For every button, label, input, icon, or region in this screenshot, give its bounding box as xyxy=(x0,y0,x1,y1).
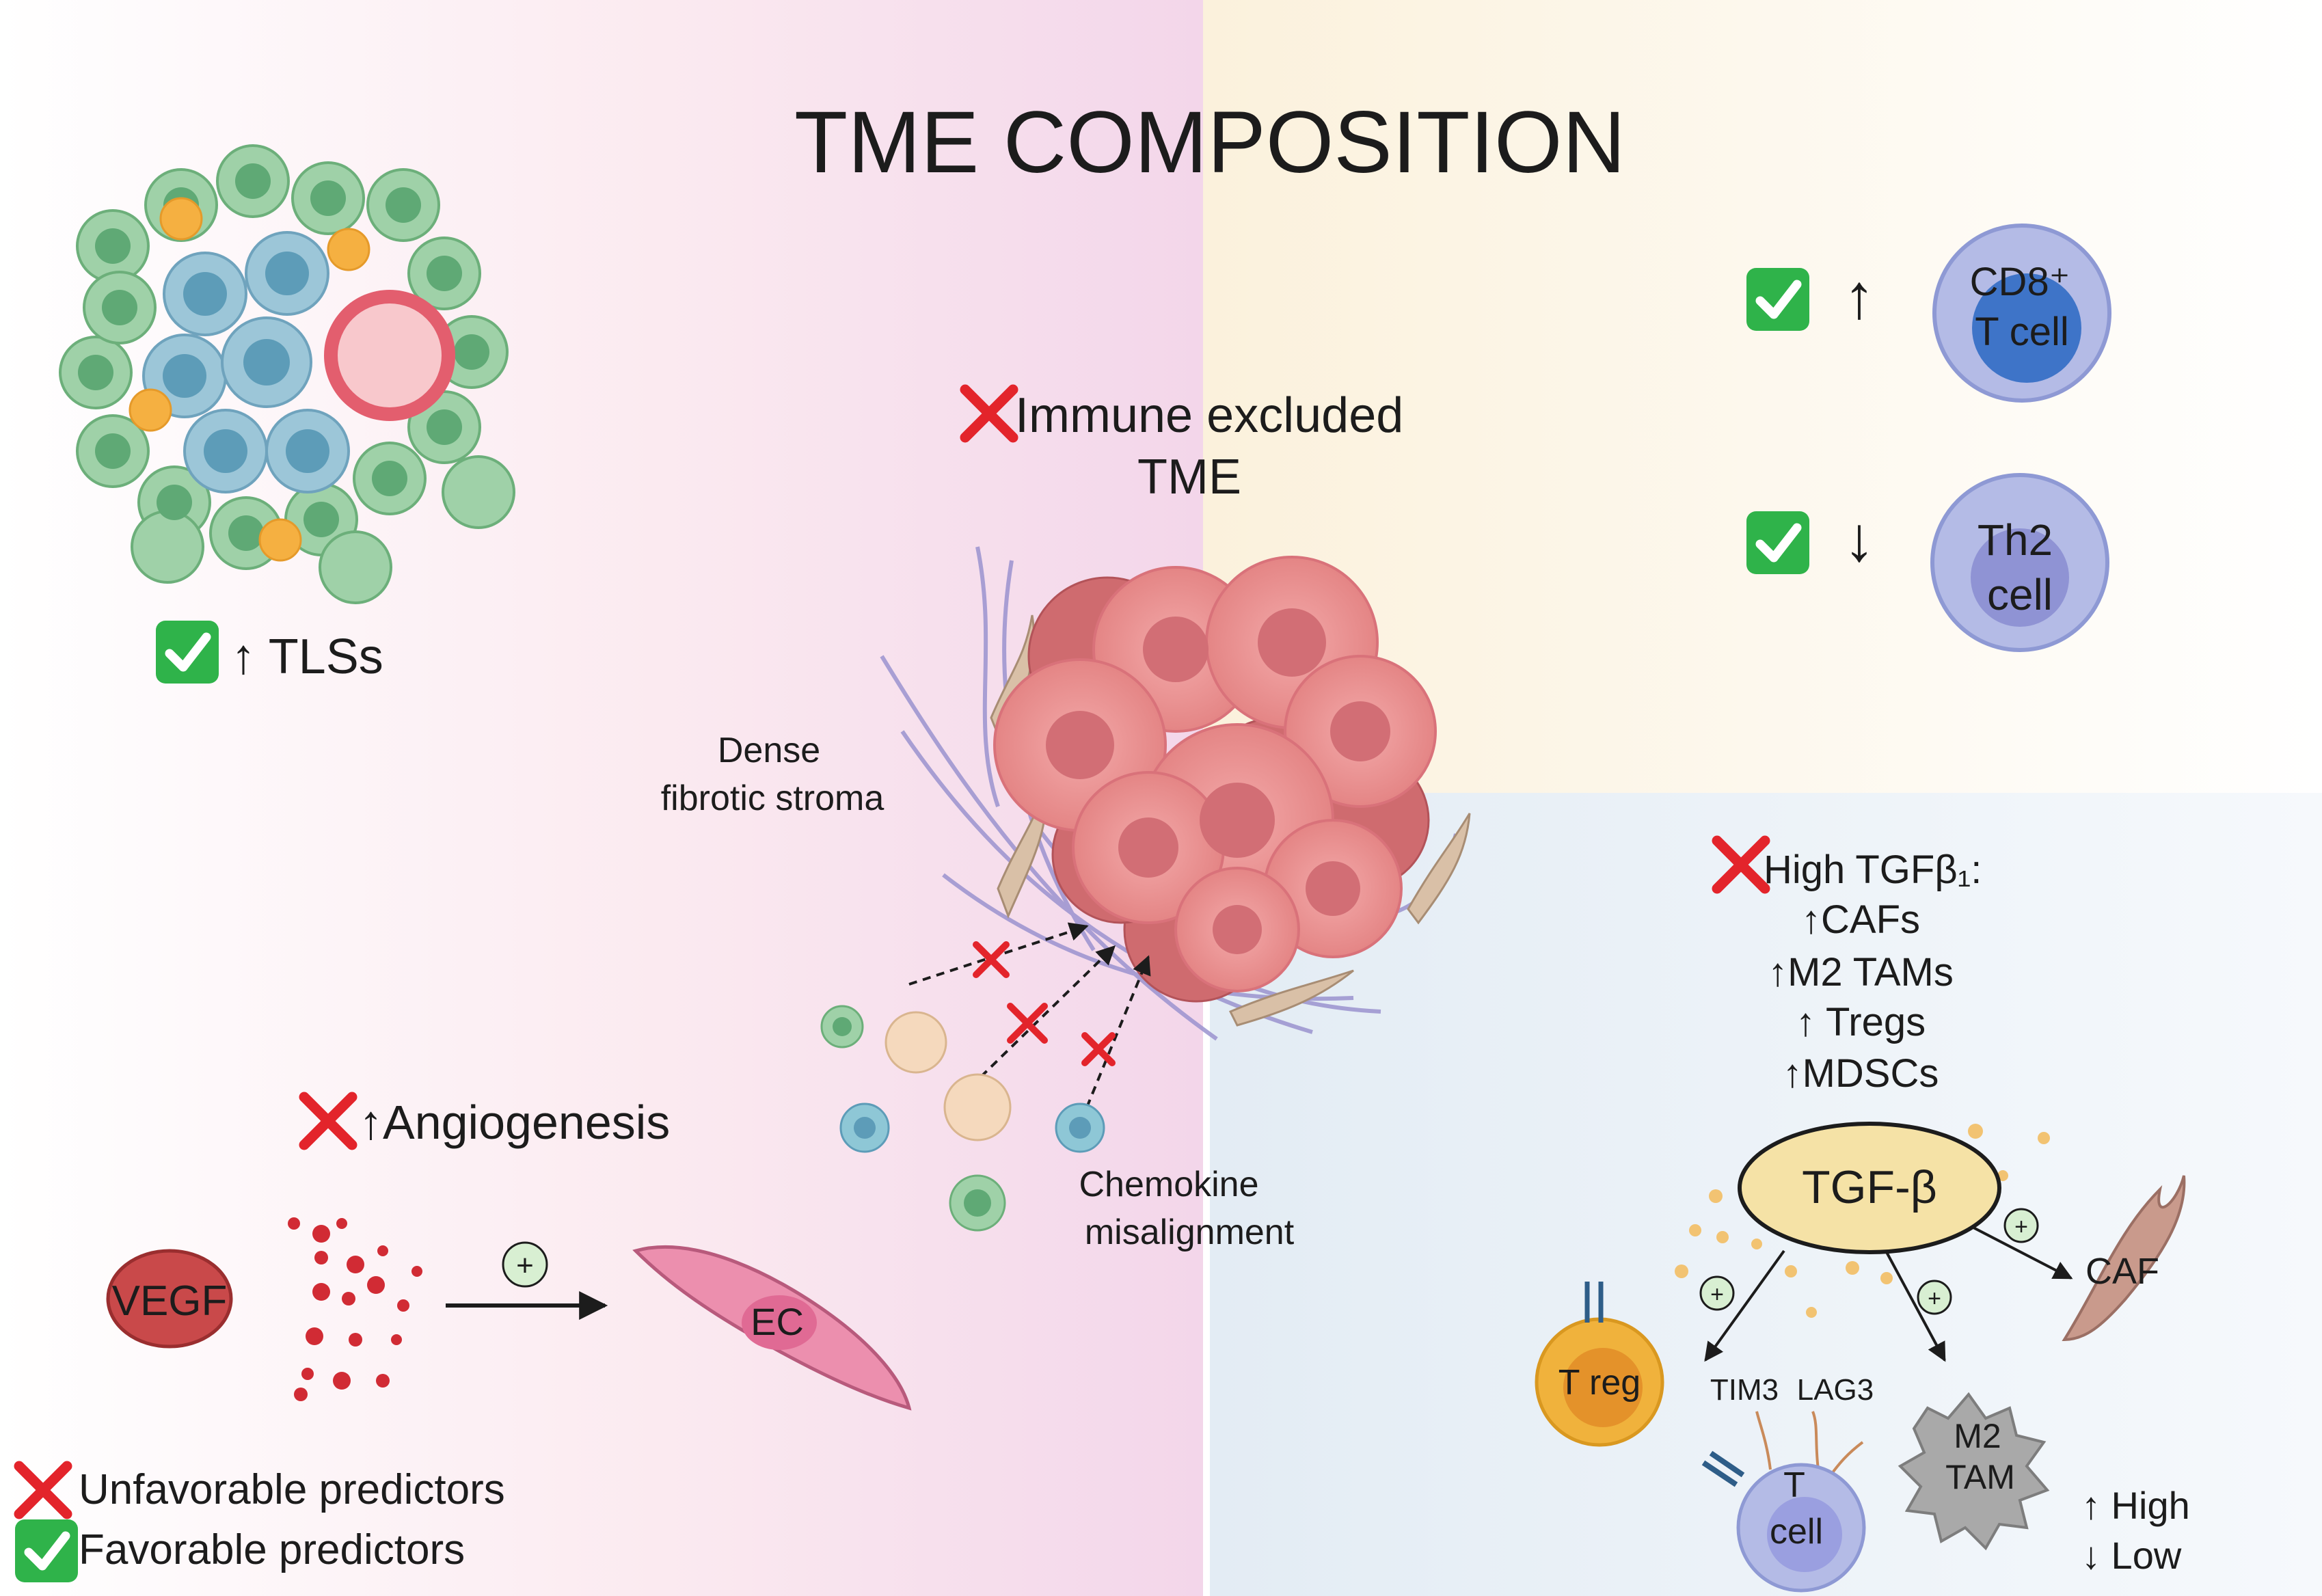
caf-label: CAF xyxy=(2085,1251,2159,1292)
tcell-receptor xyxy=(1701,1450,1745,1487)
ec-label: EC xyxy=(751,1300,804,1343)
tcell-label: T xyxy=(1783,1465,1805,1505)
tgf-plus-caf: + xyxy=(2014,1214,2028,1240)
vegf-plus-sign: + xyxy=(516,1249,534,1282)
tgf-header: High TGFβ₁: xyxy=(1764,848,1982,892)
tgf-plus-tam: + xyxy=(1928,1286,1941,1312)
check-icon xyxy=(156,621,219,684)
plus-icon xyxy=(1917,1280,1952,1315)
check-icon xyxy=(15,1519,78,1582)
immune-excluded-heading-line2: TME xyxy=(1137,450,1241,504)
stroma-label-line2: fibrotic stroma xyxy=(661,779,885,818)
chemokine-label-line2: misalignment xyxy=(1085,1213,1295,1252)
page-title: TME COMPOSITION xyxy=(794,94,1625,191)
vegf-particles xyxy=(288,1217,422,1401)
treg-label: T reg xyxy=(1558,1363,1641,1403)
legend-favorable: Favorable predictors xyxy=(79,1526,465,1573)
m2-tam-cell xyxy=(1898,1392,2050,1551)
chemokine-label: Chemokine xyxy=(1079,1165,1258,1204)
lag3-label: LAG3 xyxy=(1797,1373,1874,1407)
caf-cell xyxy=(2062,1175,2186,1342)
m2-label-line2: TAM xyxy=(1945,1458,2015,1496)
tgf-item-m2-tams: ↑M2 TAMs xyxy=(1768,950,1954,995)
plus-icon xyxy=(2003,1208,2039,1243)
tgf-plus-tcell: + xyxy=(1710,1282,1724,1308)
th2-down-arrow: ↓ xyxy=(1844,504,1875,574)
tim3-label: TIM3 xyxy=(1710,1373,1779,1407)
tumor-cell-cluster xyxy=(993,556,1437,1003)
treg-receptor xyxy=(1584,1282,1604,1323)
th2-cell-label: Th2 xyxy=(1977,515,2053,565)
immune-excluded-heading: Immune excluded xyxy=(1015,388,1403,443)
m2-label: M2 xyxy=(1954,1417,2001,1455)
legend-low: ↓ Low xyxy=(2081,1534,2182,1577)
tgf-item-cafs: ↑CAFs xyxy=(1801,897,1920,942)
check-icon xyxy=(1746,268,1809,331)
tgf-beta-molecule xyxy=(1738,1122,2001,1254)
th2-cell-label-line2: cell xyxy=(1987,570,2053,619)
plus-icon xyxy=(502,1241,548,1288)
stroma-label: Dense xyxy=(718,731,820,770)
tcell-label-line2: cell xyxy=(1770,1512,1823,1552)
tgf-particles xyxy=(1675,1124,2050,1318)
legend-unfavorable: Unfavorable predictors xyxy=(79,1466,505,1513)
angiogenesis-label: ↑Angiogenesis xyxy=(359,1096,670,1149)
vegf-molecule xyxy=(106,1249,233,1349)
check-icon xyxy=(1746,511,1809,574)
tls-cluster-illustration xyxy=(59,144,515,604)
tgf-center-label: TGF-β xyxy=(1802,1161,1937,1213)
tgf-effect-arrows xyxy=(1704,1226,2073,1362)
tgf-item-tregs: ↑ Tregs xyxy=(1796,1000,1926,1044)
blocked-arrow-crosses xyxy=(973,941,1116,1066)
immune-cells-excluded xyxy=(820,1005,1105,1232)
tls-label: ↑ TLSs xyxy=(231,630,383,684)
cd8-cell-label-line2: T cell xyxy=(1975,310,2069,354)
cd8-cell-label: CD8⁺ xyxy=(1970,260,2070,304)
tgf-item-mdscs: ↑MDSCs xyxy=(1783,1051,1939,1096)
legend-high: ↑ High xyxy=(2081,1484,2190,1527)
plus-icon xyxy=(1699,1275,1735,1311)
vegf-label: VEGF xyxy=(112,1277,228,1325)
cd8-up-arrow: ↑ xyxy=(1844,262,1875,332)
